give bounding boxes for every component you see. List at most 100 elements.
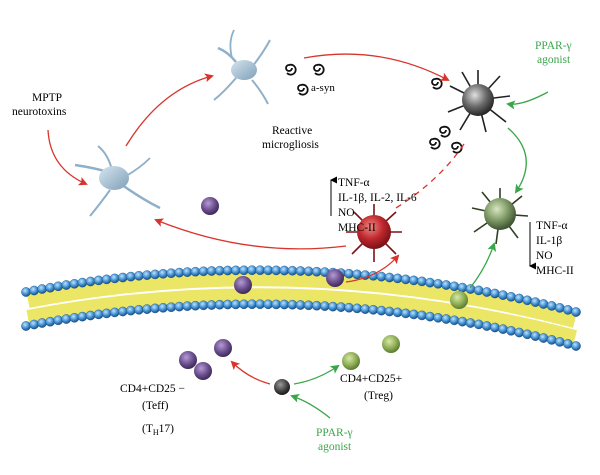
lipid-head: [433, 312, 443, 323]
lipid-head: [158, 302, 168, 313]
lipid-head: [279, 299, 290, 310]
lipid-head: [546, 335, 557, 345]
lipid-head: [222, 265, 233, 276]
lipid-head: [126, 305, 136, 316]
anti-cytokine-2: IL-1β: [536, 235, 562, 247]
lipid-head: [498, 290, 508, 300]
t-cell-purple-teff-3: [194, 362, 212, 380]
pro-cytokine-2: IL-1β, IL-2, IL-6: [338, 192, 417, 204]
pro-cytokine-3: NO: [338, 207, 355, 219]
pro-inflammatory-cytokines: TNF-α IL-1β, IL-2, IL-6 NO MHC-II: [338, 177, 417, 234]
lipid-head: [384, 306, 395, 317]
lipid-head: [85, 276, 96, 287]
lipid-head: [101, 308, 112, 319]
lipid-head: [481, 321, 492, 331]
lipid-head: [69, 312, 80, 323]
th17-label: (TH17): [142, 423, 174, 437]
activated-microglia-icon: [346, 204, 402, 262]
arrow-treg-to-alternative: [469, 242, 497, 289]
lipid-head: [522, 329, 533, 340]
lipid-head: [37, 318, 47, 328]
lipid-head: [222, 299, 233, 310]
lipid-head: [53, 281, 64, 292]
lipid-head: [538, 299, 549, 309]
lipid-head: [198, 300, 209, 311]
arrow-neuron-up: [125, 73, 214, 147]
lipid-head: [408, 275, 419, 286]
lipid-head: [555, 303, 565, 313]
lipid-head: [61, 314, 72, 324]
lipid-head: [239, 265, 249, 276]
neuron-top-icon: [213, 29, 271, 105]
ppar-top-label: PPAR-γ: [535, 40, 572, 52]
lipid-head: [287, 299, 298, 310]
lipid-head: [490, 322, 500, 333]
lipid-head: [563, 305, 573, 315]
lipid-head: [449, 281, 460, 292]
lipid-head: [174, 301, 185, 312]
lipid-head: [571, 341, 581, 351]
lipid-head: [473, 285, 484, 296]
arrow-ppar-top-to-microglia: [506, 91, 549, 110]
arrow-microglia-to-activated: [395, 143, 465, 209]
anti-cytokine-1: TNF-α: [536, 220, 568, 232]
lipid-head: [400, 274, 411, 285]
lipid-head: [530, 297, 541, 307]
lipid-head: [198, 266, 209, 277]
arrow-activated-to-neuron: [154, 218, 347, 250]
lipid-head: [239, 299, 249, 310]
lipid-head: [109, 273, 120, 284]
lipid-head: [400, 308, 411, 319]
lipid-head: [376, 271, 387, 282]
lipid-head: [311, 266, 322, 277]
t-cell-purple-teff-1: [214, 339, 232, 357]
arrow-teff-to-activated: [345, 254, 400, 283]
lipid-head: [271, 299, 282, 310]
ppar-bottom-label: PPAR-γ: [316, 427, 353, 439]
lipid-head: [546, 301, 557, 311]
teff-marker-label: CD4+CD25 −: [120, 383, 185, 395]
lipid-head: [21, 287, 31, 297]
lipid-head: [37, 284, 47, 294]
lipid-head: [465, 318, 476, 328]
arrow-naive-to-treg: [293, 364, 340, 385]
lipid-head: [69, 278, 80, 289]
alternatively-activated-microglia-icon: [471, 188, 529, 245]
lipid-head: [538, 333, 549, 343]
ppar-bottom-agonist-label: agonist: [318, 441, 352, 453]
lipid-head: [287, 265, 298, 276]
lipid-head: [45, 316, 56, 327]
t-cell-purple-center: [201, 197, 219, 215]
lipid-head: [150, 269, 160, 280]
lipid-head: [142, 304, 152, 314]
lipid-head: [360, 304, 371, 314]
lipid-head: [93, 275, 104, 286]
lipid-head: [344, 302, 354, 313]
lipid-head: [190, 266, 201, 277]
lipid-head: [328, 301, 338, 312]
lipid-head: [134, 270, 144, 281]
asyn-label: a-syn: [311, 82, 335, 94]
arrow-mptp-to-neuron: [47, 129, 88, 186]
resting-microglia-icon: [447, 70, 511, 133]
lipid-head: [506, 325, 516, 336]
lipid-head: [571, 307, 581, 317]
lipid-head: [530, 331, 541, 341]
lipid-head: [441, 314, 452, 324]
lipid-head: [384, 272, 395, 283]
lipid-head: [522, 295, 533, 306]
lipid-head: [279, 265, 290, 276]
lipid-head: [126, 271, 136, 282]
lipid-head: [319, 301, 330, 311]
lipid-head: [29, 319, 39, 330]
t-cell-green-treg-2: [342, 352, 360, 370]
pro-cytokine-1: TNF-α: [338, 177, 370, 189]
lipid-head: [498, 324, 508, 334]
lipid-head: [563, 339, 573, 349]
lipid-head: [481, 287, 492, 297]
lipid-head: [93, 309, 104, 320]
neuron-left-icon: [74, 145, 161, 217]
lipid-head: [206, 266, 217, 276]
bbb-inner-layer: [21, 299, 581, 351]
